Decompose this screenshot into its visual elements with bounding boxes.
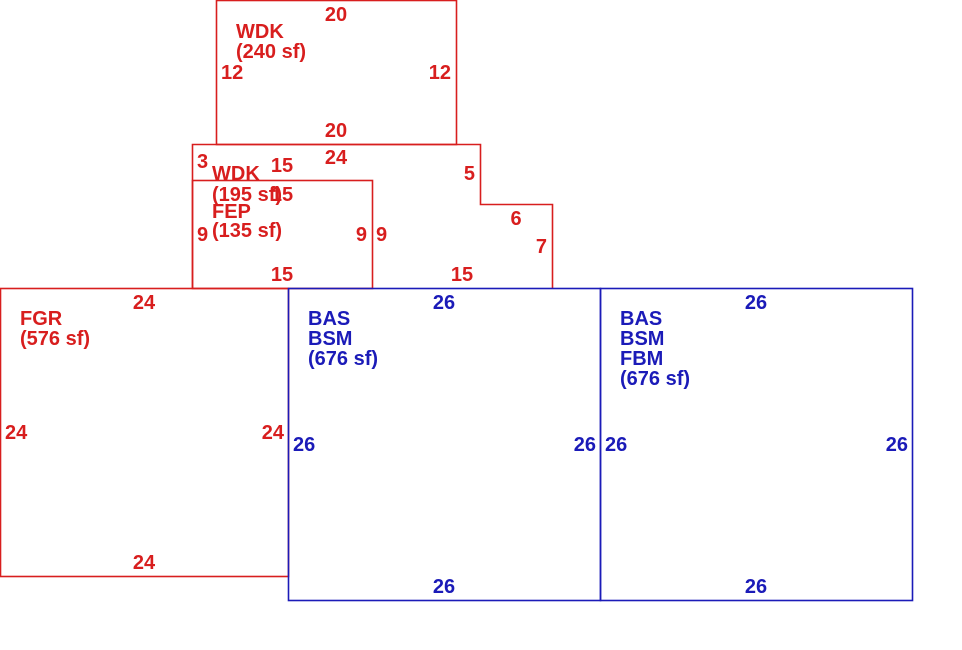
bas-left-dim-bottom: 26	[433, 576, 455, 598]
bas-left-dim-top: 26	[433, 292, 455, 314]
fgr-dim-left: 24	[5, 422, 28, 444]
wdk-mid-dim-inner-top: 15	[271, 155, 293, 177]
fgr-dim-bottom: 24	[133, 552, 156, 574]
fgr-area-value: (576 sf)	[20, 328, 90, 350]
bas-right-area-value: (676 sf)	[620, 368, 690, 390]
fep-dim-bottom: 15	[271, 264, 293, 286]
wdk-mid-area-value: (195 sf)	[212, 184, 282, 206]
wdk-mid-dim-right-lower: 7	[536, 236, 547, 258]
bas-left-area-value: (676 sf)	[308, 348, 378, 370]
fgr-area: FGR (576 sf) 24 24 24 24	[0, 287, 290, 578]
bas-left-line1: BAS	[308, 308, 350, 330]
fep-dim-left: 9	[197, 224, 208, 246]
bas-right-dim-top: 26	[745, 292, 767, 314]
wdk-mid-dim-bottom: 15	[451, 264, 473, 286]
bas-left-dim-left: 26	[293, 434, 315, 456]
bas-right-outline	[599, 287, 914, 602]
wdk-top-code: WDK	[236, 21, 284, 43]
wdk-top-area: WDK (240 sf) 20 20 12 12	[215, 0, 458, 146]
fgr-dim-top: 24	[133, 292, 156, 314]
fep-code: FEP	[212, 201, 251, 223]
bas-right-line3: FBM	[620, 348, 663, 370]
wdk-mid-dim-right-upper: 5	[464, 163, 475, 185]
wdk-top-dim-right: 12	[429, 62, 451, 84]
bas-right-dim-right: 26	[886, 434, 908, 456]
fep-dim-top: 15	[271, 184, 293, 206]
wdk-mid-dim-left-top: 3	[197, 151, 208, 173]
fgr-code: FGR	[20, 308, 63, 330]
bas-right-line1: BAS	[620, 308, 662, 330]
bas-left-dim-right: 26	[574, 434, 596, 456]
wdk-mid-dim-top: 24	[325, 147, 348, 169]
bas-left-area: BAS BSM (676 sf) 26 26 26 26	[287, 287, 602, 602]
fgr-dim-right: 24	[262, 422, 285, 444]
bas-right-line2: BSM	[620, 328, 664, 350]
fep-dim-right: 9	[356, 224, 367, 246]
bas-right-dim-bottom: 26	[745, 576, 767, 598]
wdk-top-dim-top: 20	[325, 4, 347, 26]
wdk-mid-area: WDK (195 sf) 24 3 15 5 6 7 15 9	[191, 143, 554, 289]
wdk-mid-dim-inner-right: 9	[376, 224, 387, 246]
wdk-mid-code: WDK	[212, 163, 260, 185]
bas-left-line2: BSM	[308, 328, 352, 350]
fep-area-value: (135 sf)	[212, 220, 282, 242]
bas-right-area: BAS BSM FBM (676 sf) 26 26 26 26	[599, 287, 914, 602]
wdk-top-dim-bottom: 20	[325, 120, 347, 142]
bas-right-dim-left: 26	[605, 434, 627, 456]
wdk-top-area-value: (240 sf)	[236, 41, 306, 63]
wdk-mid-dim-step: 6	[510, 208, 521, 230]
wdk-top-dim-left: 12	[221, 62, 243, 84]
wdk-mid-outline	[191, 143, 554, 289]
